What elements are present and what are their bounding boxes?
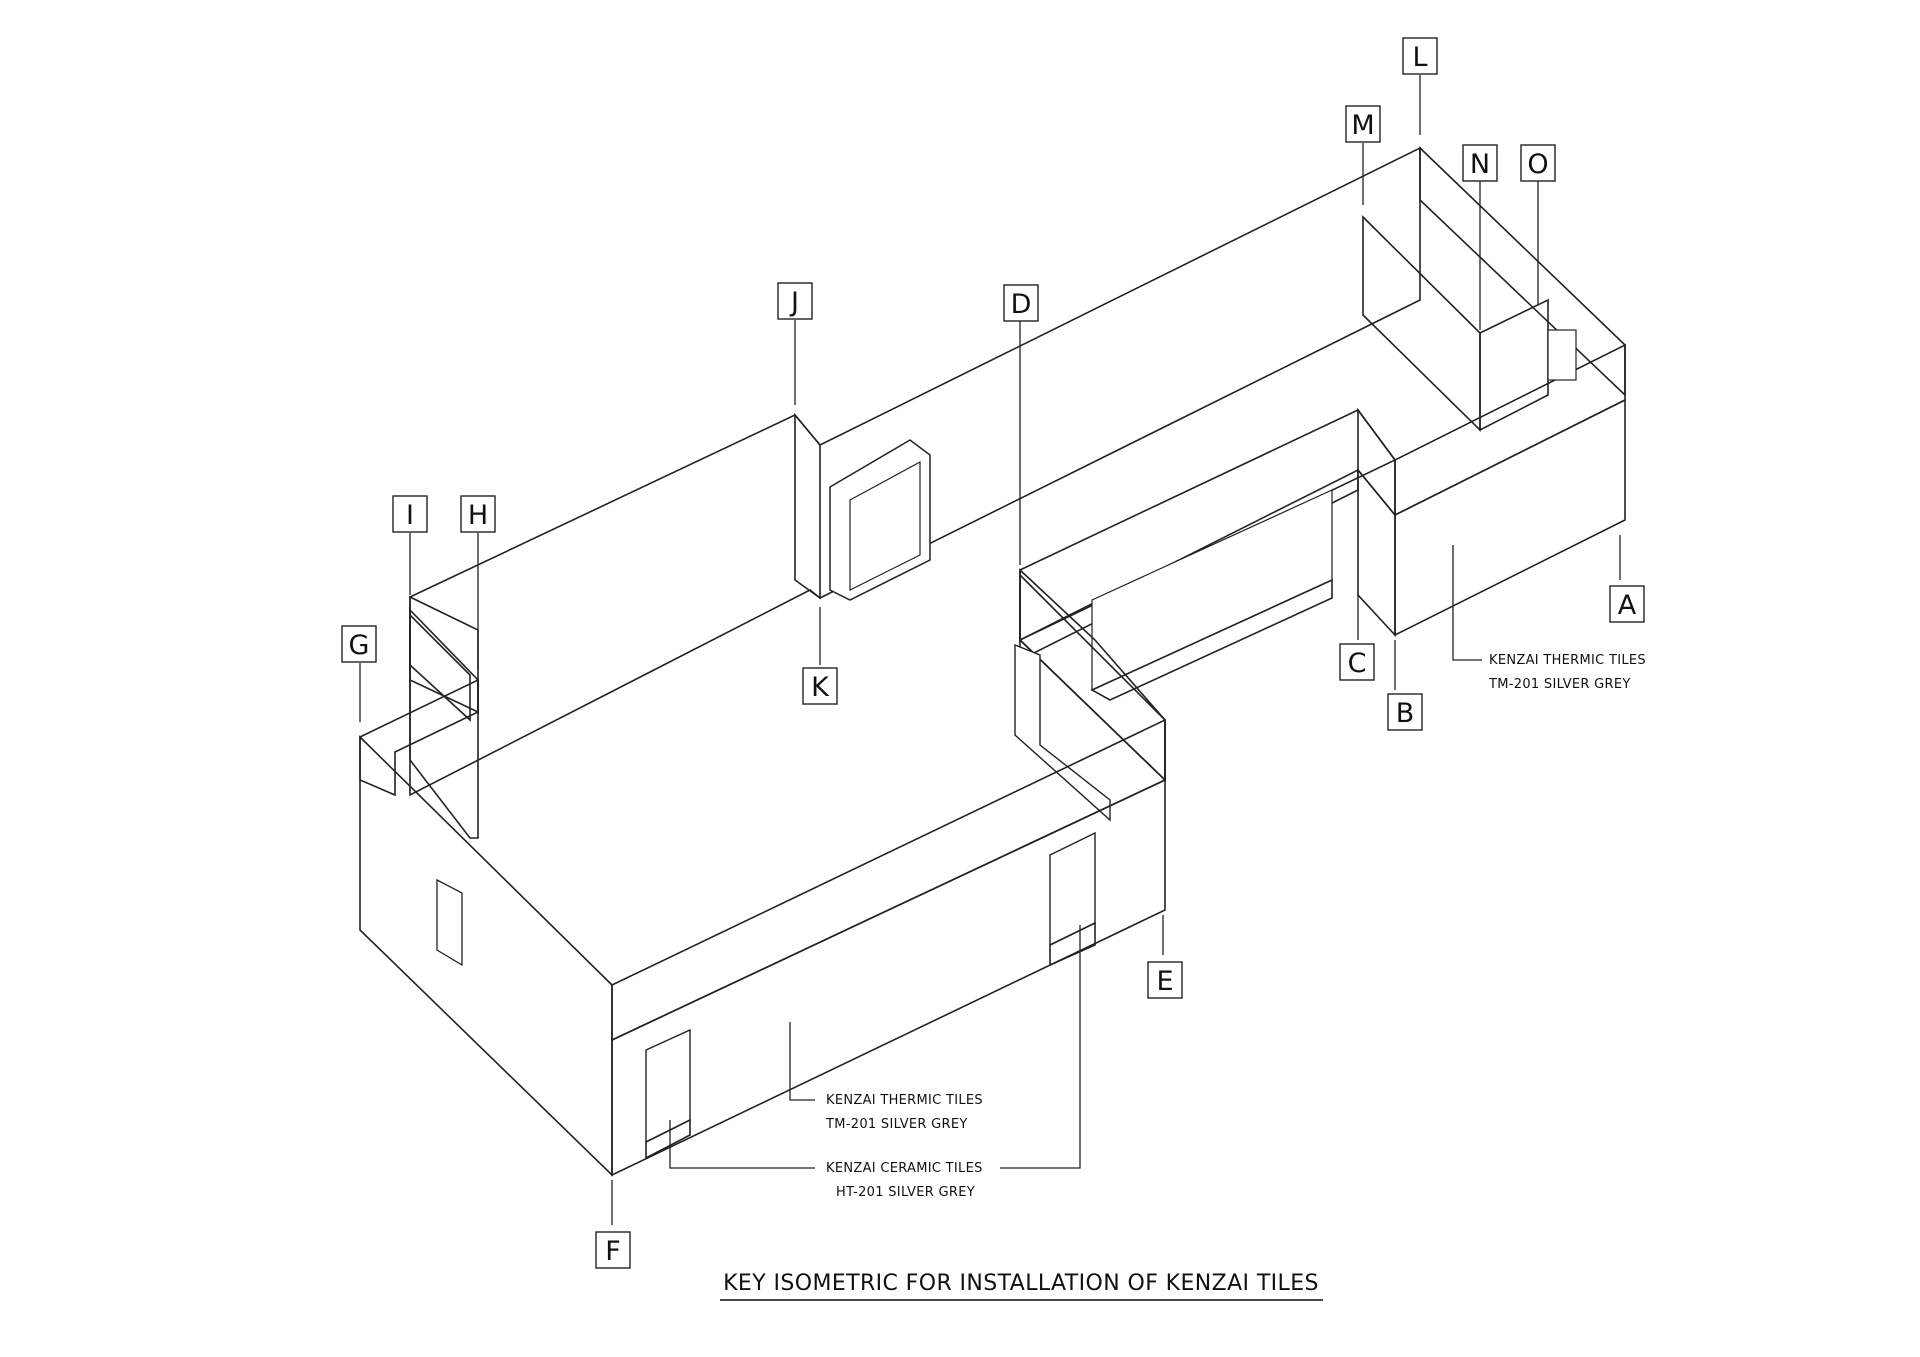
- note-thermic-front-2: TM-201 SILVER GREY: [825, 1117, 968, 1132]
- left-wall-window: [436, 878, 463, 967]
- svg-text:C: C: [1348, 648, 1367, 679]
- svg-text:O: O: [1527, 149, 1548, 180]
- label-a: A: [1609, 585, 1645, 623]
- leader-lines: [359, 75, 1621, 1225]
- label-d: D: [1003, 284, 1039, 322]
- door-frame-d: [1014, 643, 1111, 822]
- wall-back-long-lower: [409, 595, 479, 714]
- svg-text:J: J: [789, 287, 799, 318]
- drawing-title: KEY ISOMETRIC FOR INSTALLATION OF KENZAI…: [720, 1271, 1323, 1301]
- wall-alcove-face: [1479, 298, 1549, 432]
- svg-text:G: G: [349, 630, 370, 661]
- corridor-window: [1091, 489, 1333, 691]
- wall-h-pier: [409, 608, 479, 839]
- front-door-right: [1049, 831, 1096, 947]
- walls: [359, 146, 1626, 1177]
- wall-corridor-inner: [1357, 467, 1396, 638]
- label-i: I: [392, 495, 428, 533]
- wall-right-end-lower: [1394, 398, 1626, 637]
- svg-text:A: A: [1618, 590, 1637, 621]
- wall-right-top: [1419, 146, 1626, 397]
- note-thermic-right-2: TM-201 SILVER GREY: [1488, 677, 1631, 692]
- wall-right-end-upper: [1394, 343, 1626, 517]
- corridor-sill: [1090, 578, 1333, 701]
- note-ceramic-2: HT-201 SILVER GREY: [836, 1185, 975, 1200]
- svg-text:I: I: [406, 500, 414, 531]
- wall-j-pier: [794, 412, 821, 600]
- svg-text:M: M: [1351, 110, 1374, 141]
- svg-text:D: D: [1011, 289, 1032, 320]
- svg-text:K: K: [811, 672, 830, 703]
- material-notes: KENZAI THERMIC TILES TM-201 SILVER GREY …: [825, 653, 1646, 1200]
- label-b: B: [1387, 693, 1423, 731]
- note-thermic-front-1: KENZAI THERMIC TILES: [826, 1093, 983, 1108]
- svg-text:H: H: [468, 500, 488, 531]
- central-window-inner: [849, 460, 921, 591]
- front-door-left-sill: [645, 1118, 691, 1160]
- wall-alcove-left: [1362, 215, 1481, 432]
- title-text: KEY ISOMETRIC FOR INSTALLATION OF KENZAI…: [723, 1271, 1319, 1296]
- wall-left-end: [359, 735, 613, 1177]
- label-h: H: [460, 495, 496, 533]
- label-m: M: [1345, 105, 1381, 143]
- label-e: E: [1147, 961, 1183, 999]
- svg-text:E: E: [1156, 966, 1173, 997]
- svg-text:N: N: [1470, 149, 1490, 180]
- alcove-opening: [1547, 329, 1577, 381]
- label-j: J: [777, 282, 813, 320]
- label-n: N: [1462, 144, 1498, 182]
- svg-text:B: B: [1396, 698, 1415, 729]
- note-ceramic-1: KENZAI CERAMIC TILES: [826, 1161, 983, 1176]
- wall-gh-return: [359, 678, 479, 797]
- label-o: O: [1520, 144, 1556, 182]
- wall-i-pilaster: [409, 613, 471, 722]
- label-g: G: [341, 625, 377, 663]
- front-door-left: [645, 1028, 691, 1144]
- svg-text:F: F: [605, 1236, 621, 1267]
- note-thermic-right-1: KENZAI THERMIC TILES: [1489, 653, 1646, 668]
- label-l: L: [1402, 37, 1438, 75]
- label-c: C: [1339, 643, 1375, 681]
- label-boxes: A B C D E F G H: [341, 37, 1645, 1269]
- svg-text:L: L: [1412, 42, 1427, 73]
- label-k: K: [802, 667, 838, 705]
- label-f: F: [595, 1231, 631, 1269]
